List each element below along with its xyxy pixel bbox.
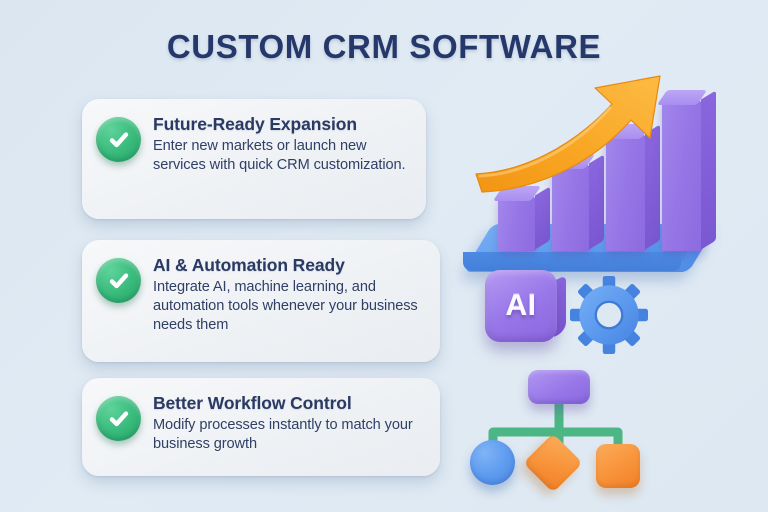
feature-card-description: Enter new markets or launch new services… [153,137,406,174]
chart-bar [656,90,716,251]
feature-card-title: Future-Ready Expansion [153,114,357,134]
ai-cube-label: AI [505,289,537,322]
gear-icon [570,276,648,354]
feature-card-title: AI & Automation Ready [153,255,345,275]
feature-card[interactable]: Future-Ready Expansion Enter new markets… [82,99,426,219]
feature-card-body: Better Workflow Control Modify processes… [153,392,424,454]
chart-bar [492,186,550,251]
feature-card-description: Integrate AI, machine learning, and auto… [153,278,418,334]
chart-bar [600,124,660,251]
feature-card-description: Modify processes instantly to match your… [153,416,413,453]
ai-cube-icon: AI [485,270,566,342]
illustration-panel: AI [440,40,768,512]
feature-card-body: Future-Ready Expansion Enter new markets… [153,113,410,175]
growth-arrow-icon [475,75,661,193]
check-circle-icon [96,117,141,162]
workflow-diagram [470,370,655,495]
workflow-square-node [596,444,640,488]
workflow-circle-node [470,440,515,485]
check-circle-icon [96,258,141,303]
check-circle-icon [96,396,141,441]
feature-card[interactable]: Better Workflow Control Modify processes… [82,378,440,476]
chart-base-front [463,252,681,271]
page-title: CUSTOM CRM SOFTWARE [166,28,602,65]
feature-card-body: AI & Automation Ready Integrate AI, mach… [153,254,424,336]
workflow-root-node [528,370,590,404]
feature-card-title: Better Workflow Control [153,393,352,413]
chart-bar [546,154,604,251]
growth-bar-chart [460,58,750,273]
feature-card[interactable]: AI & Automation Ready Integrate AI, mach… [82,240,440,362]
